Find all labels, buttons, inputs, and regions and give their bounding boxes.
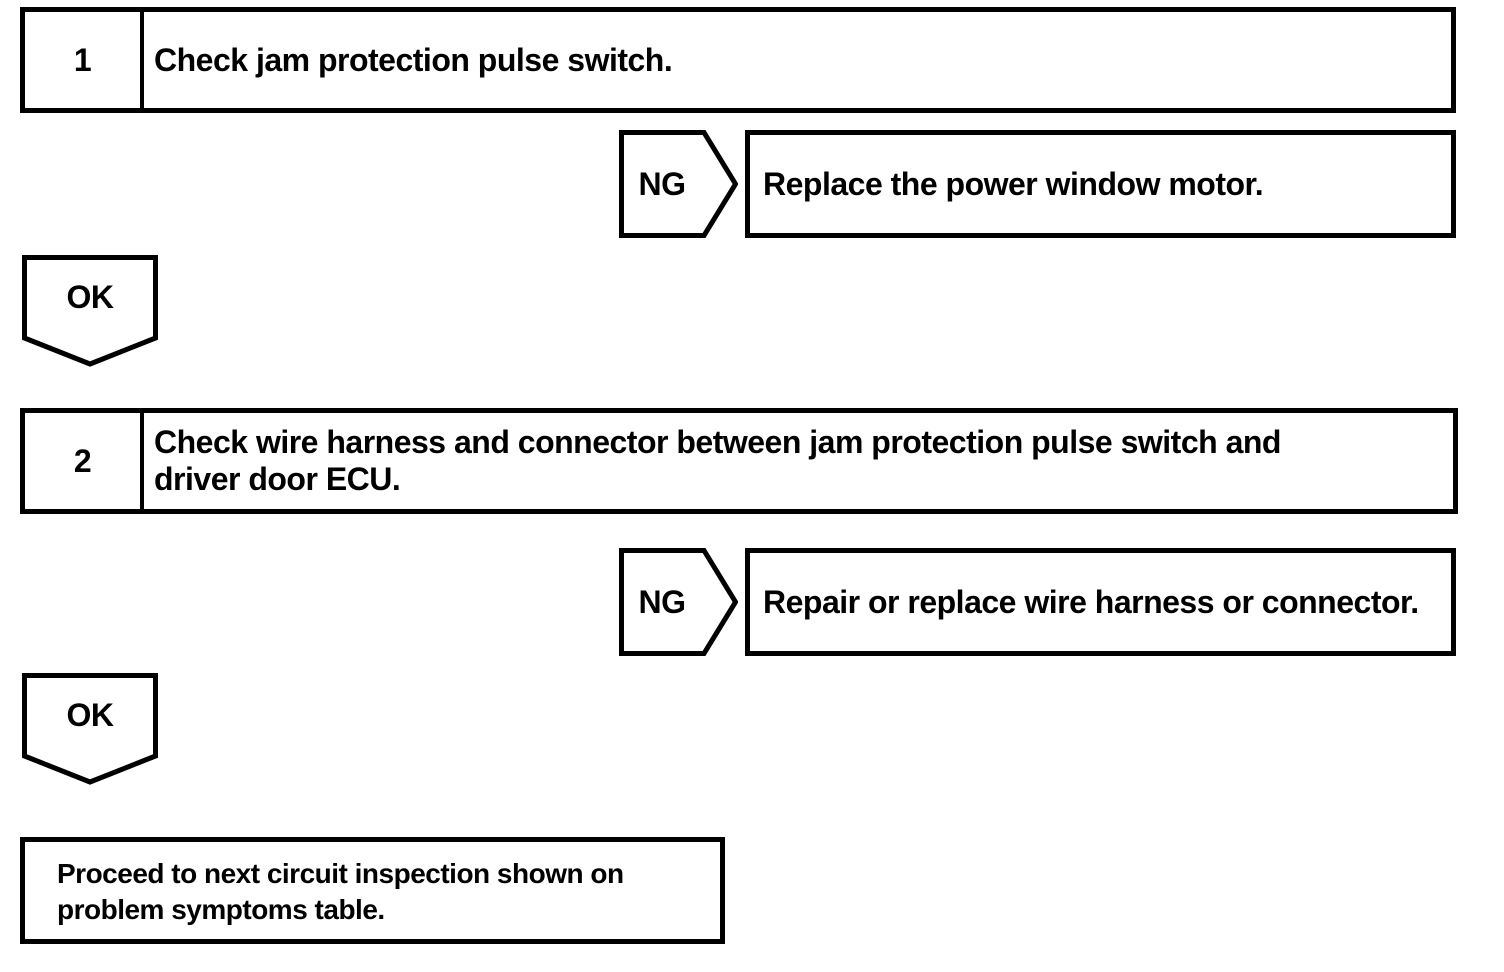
ng-arrow-1-label: NG (638, 166, 687, 202)
ng-arrow-1-shape (619, 130, 738, 238)
final-text-line-1: Proceed to next circuit inspection shown… (57, 858, 624, 889)
ok-arrow-2-shape (22, 673, 158, 785)
step-2-instruction-line-1: Check wire harness and connector between… (154, 424, 1281, 460)
ng-arrow-2-shape (619, 548, 738, 656)
final-text-line-2: problem symptoms table. (57, 894, 385, 925)
ng-arrow-2: NG (619, 548, 738, 656)
ng-arrow-2-label: NG (638, 584, 687, 620)
step-2-instruction: Check wire harness and connector between… (144, 413, 1453, 509)
result-box-2: Repair or replace wire harness or connec… (745, 548, 1456, 656)
step-1-instruction: Check jam protection pulse switch. (154, 41, 673, 78)
result-box-1: Replace the power window motor. (745, 130, 1456, 238)
ng-arrow-1: NG (619, 130, 738, 238)
ok-arrow-2-label: OK (66, 697, 115, 733)
step-2-number: 2 (25, 413, 144, 509)
ok-arrow-1-label: OK (66, 279, 115, 315)
ok-arrow-1: OK (22, 255, 158, 367)
step-1-box: 1 Check jam protection pulse switch. (20, 7, 1456, 113)
result-2-text: Repair or replace wire harness or connec… (763, 583, 1419, 620)
ok-arrow-1-shape (22, 255, 158, 367)
result-1-text: Replace the power window motor. (763, 165, 1264, 202)
final-box: Proceed to next circuit inspection shown… (20, 837, 725, 944)
step-1-number: 1 (25, 12, 144, 108)
step-2-instruction-line-2: driver door ECU. (154, 461, 401, 497)
ok-arrow-2: OK (22, 673, 158, 785)
step-2-box: 2 Check wire harness and connector betwe… (20, 408, 1458, 514)
